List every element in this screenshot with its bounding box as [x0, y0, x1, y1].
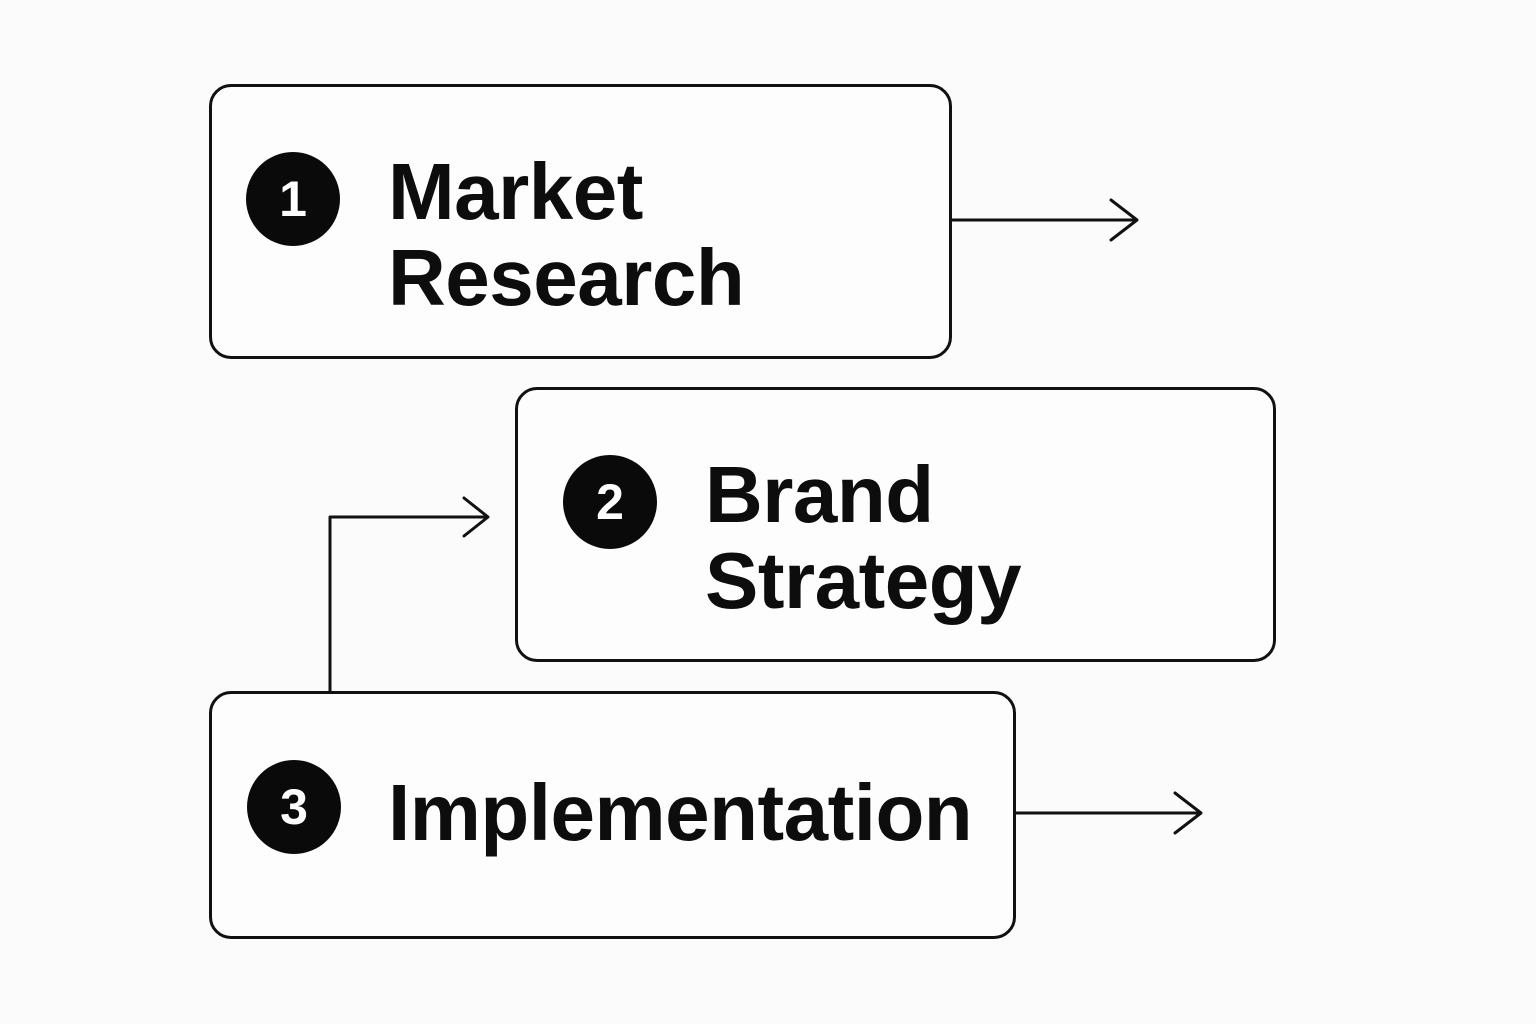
step-number-badge: 3	[247, 760, 341, 854]
step-number-badge: 2	[563, 455, 657, 549]
arrow-right-icon	[1173, 791, 1203, 835]
arrow-step-3-to-step-2-line	[328, 515, 488, 693]
arrow-step-3-to-step-2	[328, 496, 490, 693]
step-box-market-research: 1 Market Research	[209, 84, 952, 359]
step-box-implementation: 3 Implementation	[209, 691, 1016, 939]
step-label-line: Market	[388, 147, 643, 236]
step-label-line: Implementation	[388, 768, 973, 857]
step-label-line: Strategy	[705, 536, 1022, 625]
step-number-badge: 1	[246, 152, 340, 246]
arrow-right-icon	[462, 496, 490, 538]
step-label-line: Research	[388, 233, 745, 322]
arrow-step-3-out	[1014, 791, 1203, 835]
step-label: Implementation	[388, 768, 973, 857]
step-label: Market Research	[388, 147, 745, 322]
arrow-step-1-out	[950, 198, 1139, 242]
step-box-brand-strategy: 2 Brand Strategy	[515, 387, 1276, 662]
arrow-right-icon	[1109, 198, 1139, 242]
step-label: Brand Strategy	[705, 450, 1022, 625]
step-label-line: Brand	[705, 450, 934, 539]
